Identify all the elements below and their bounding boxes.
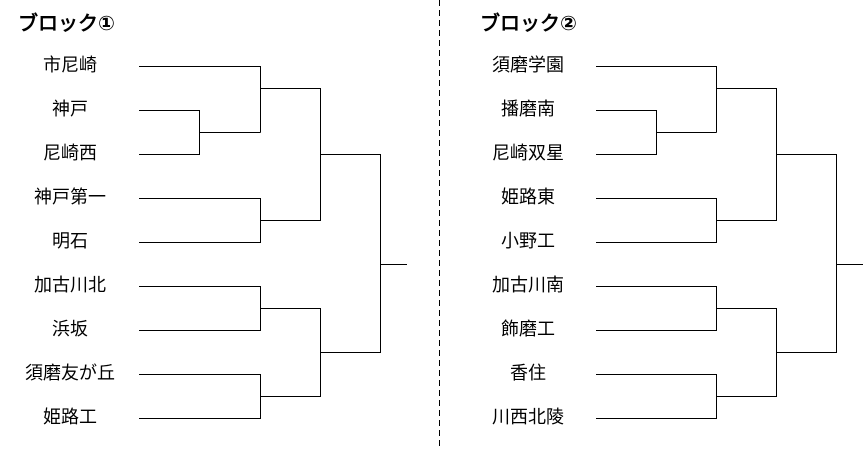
b1-final	[320, 154, 381, 353]
team-name: 尼崎西	[43, 143, 97, 164]
block-1: ブロック① 市尼崎 神戸 尼崎西 神戸第一 明石 加古川北 浜坂 須磨友が丘 姫…	[0, 0, 430, 449]
team-name: 神戸第一	[34, 187, 106, 208]
block-title: ブロック②	[480, 11, 577, 35]
team-name: 神戸	[52, 99, 88, 120]
b2-match-sumagakuen	[596, 66, 717, 133]
team-name: 播磨南	[501, 99, 555, 120]
team-name: 加古川南	[492, 275, 564, 296]
team-name: 香住	[510, 363, 546, 384]
team-name: 須磨友が丘	[25, 363, 115, 384]
team-name: 加古川北	[34, 275, 106, 296]
block-title: ブロック①	[18, 11, 115, 35]
b1-match-ichiamagasaki	[139, 66, 261, 133]
team-name: 川西北陵	[492, 407, 564, 428]
team-name: 明石	[52, 231, 88, 252]
team-name: 小野工	[501, 231, 555, 252]
block-2: ブロック② 須磨学園 播磨南 尼崎双星 姫路東 小野工 加古川南 飾磨工 香住 …	[440, 0, 863, 449]
team-name: 須磨学園	[492, 55, 564, 76]
team-name: 尼崎双星	[492, 143, 564, 164]
team-name: 姫路東	[501, 187, 555, 208]
team-name: 浜坂	[52, 319, 88, 340]
team-name: 飾磨工	[501, 319, 555, 340]
team-name: 市尼崎	[43, 55, 97, 76]
b2-final	[776, 154, 837, 353]
team-name: 姫路工	[43, 407, 97, 428]
